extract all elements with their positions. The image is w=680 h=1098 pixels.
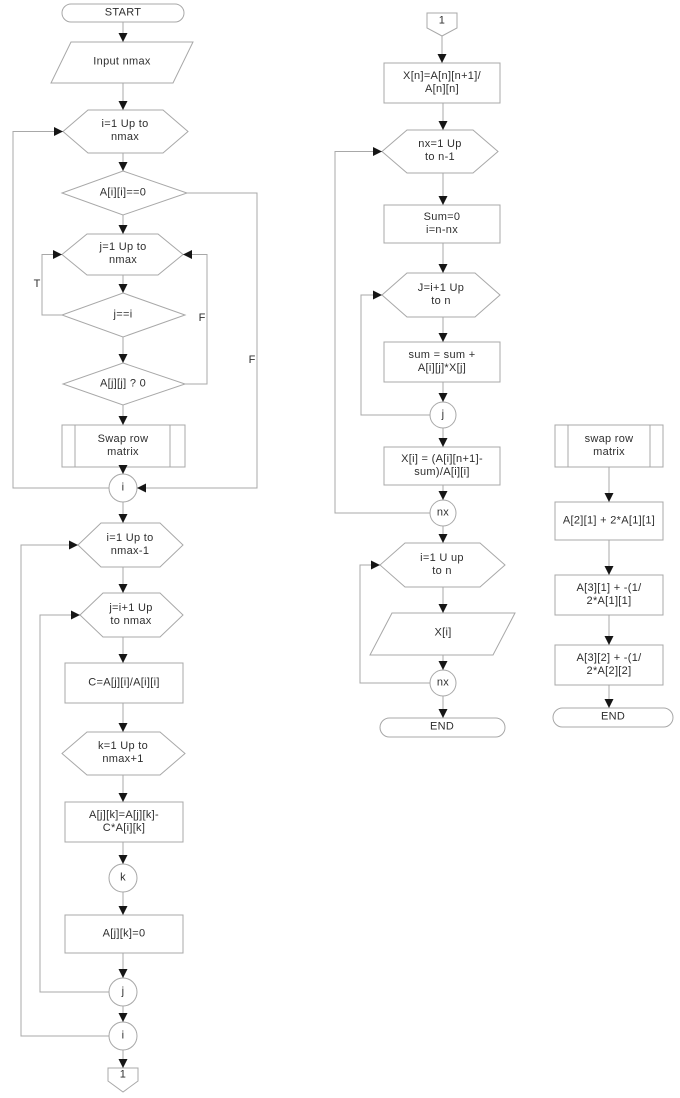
edge-conni1-back-to-loopi: [12, 127, 109, 489]
output-xi-label: X[i]: [434, 626, 452, 639]
loop-i2-hexagon-shape: [77, 522, 184, 568]
loop-j2-hexagon-shape: [79, 592, 184, 638]
connector-k-label: k: [120, 871, 126, 884]
loop-nx-hexagon-shape: [381, 129, 499, 174]
offpage-out-pentagon-shape: [107, 1067, 139, 1093]
input-nmax-label: Input nmax: [93, 55, 151, 68]
loop-i-output-hexagon-shape: [379, 542, 506, 588]
cond-aii-label: A[i][i]==0: [99, 186, 147, 199]
loop-k-hexagon-shape: [61, 731, 186, 776]
cond-ajj-label: A[j][j] ? 0: [99, 377, 147, 390]
offpage-in-label: 1: [438, 14, 446, 27]
ex-a21-label: A[2][1] + 2*A[1][1]: [562, 514, 656, 527]
offpage-out-label: 1: [119, 1068, 127, 1081]
offpage-in-pentagon-shape: [426, 12, 458, 37]
loop-i2-label: i=1 Up to nmax-1: [106, 532, 154, 557]
calc-c-rect-shape: [64, 662, 184, 704]
edge-connnx1-back-to-loopnx: [334, 147, 430, 514]
calc-sum-rect-shape: [383, 341, 501, 383]
connector-j2-label: j: [441, 408, 445, 421]
calc-ajk-rect-shape: [64, 801, 184, 843]
loop-i-output-label: i=1 U up to n: [420, 552, 464, 577]
input-nmax-parallelogram-shape: [50, 41, 194, 84]
calc-sum-label: sum = sum + A[i][j]*X[j]: [408, 349, 476, 374]
loop-jj-hexagon-shape: [381, 272, 501, 318]
branch-false-outer-label: F: [248, 354, 256, 366]
end-mid-label: END: [429, 720, 455, 733]
swap-row-process-shape: [61, 424, 186, 468]
edge-connj1-back-to-loopj2: [39, 610, 109, 993]
edge-connj2-back-to-loopjj: [360, 290, 430, 416]
connector-i1-label: i: [121, 481, 125, 494]
output-xi-parallelogram-shape: [369, 612, 516, 656]
cond-jeqi-label: j==i: [113, 308, 133, 321]
connector-j1-label: j: [121, 985, 125, 998]
swap-row-label: Swap row matrix: [97, 433, 149, 458]
edge-ajj-false-back-to-loopj: [183, 250, 208, 385]
loop-j2-label: j=i+1 Up to nmax: [109, 602, 153, 627]
set-ajk0-label: A[j][k]=0: [102, 927, 146, 940]
end-right-label: END: [600, 710, 626, 723]
ex-a21-rect-shape: [554, 501, 664, 541]
start-label: START: [104, 6, 142, 19]
init-sum-label: Sum=0 i=n-nx: [423, 211, 461, 236]
edge-jeqi-true-back-to-loopj: [41, 250, 62, 316]
calc-ajk-label: A[j][k]=A[j][k]- C*A[i][k]: [89, 809, 159, 834]
loop-k-label: k=1 Up to nmax+1: [97, 740, 149, 765]
set-ajk0-rect-shape: [64, 914, 184, 954]
edge-aii-false-to-conni1: [137, 192, 258, 493]
calc-c-label: C=A[j][i]/A[i][i]: [88, 676, 160, 689]
calc-xn-label: X[n]=A[n][n+1]/ A[n][n]: [403, 70, 481, 95]
branch-false-inner-label: F: [198, 312, 206, 324]
calc-xn-rect-shape: [383, 62, 501, 104]
swap-row2-label: swap row matrix: [584, 433, 634, 458]
loop-j-label: j=1 Up to nmax: [99, 241, 147, 266]
connector-i2-label: i: [121, 1029, 125, 1042]
edge-connnx2-back-to-loopiout: [359, 560, 430, 684]
loop-i-label: i=1 Up to nmax: [101, 118, 149, 143]
loop-jj-label: J=i+1 Up to n: [417, 282, 465, 307]
ex-a31-label: A[3][1] + -(1/ 2*A[1][1]: [576, 582, 642, 607]
loop-nx-label: nx=1 Up to n-1: [418, 138, 462, 163]
ex-a31-rect-shape: [554, 574, 664, 616]
swap-row2-process-shape: [554, 424, 664, 468]
connector-nx1-label: nx: [436, 506, 450, 519]
branch-true-label: T: [33, 278, 41, 290]
edge-conni2-back-to-loopi2: [20, 540, 109, 1037]
end-right-terminator-shape: [552, 707, 674, 728]
init-sum-rect-shape: [383, 204, 501, 244]
loop-i-hexagon-shape: [62, 109, 189, 154]
calc-xi-label: X[i] = (A[i][n+1]- sum)/A[i][i]: [401, 453, 483, 478]
connector-nx2-label: nx: [436, 676, 450, 689]
calc-xi-rect-shape: [383, 446, 501, 486]
ex-a32-rect-shape: [554, 644, 664, 686]
ex-a32-label: A[3][2] + -(1/ 2*A[2][2]: [576, 652, 642, 677]
